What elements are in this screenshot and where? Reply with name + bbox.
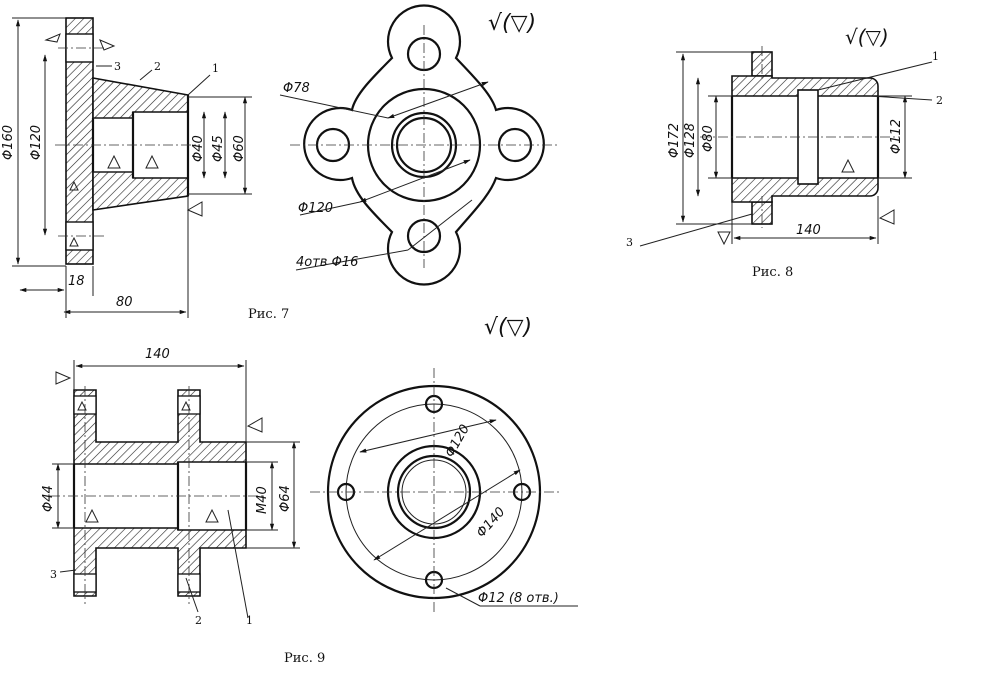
fig8-label-2: 2 [936,94,943,107]
fig7-label-1: 1 [212,62,219,75]
fig7-dim-d120b: Φ120 [298,201,333,216]
fig8-caption: Рис. 8 [752,265,793,280]
fig8-label-3: 3 [626,236,633,249]
fig8-dim-d172: Φ172 [667,123,682,158]
fig9-dim-d44: Φ44 [41,485,56,512]
fig7-dim-w18: 18 [68,274,85,289]
fig7-dim-d160: Φ160 [1,125,16,160]
fig7-dim-d45: Φ45 [211,135,226,162]
fig8-dim-d128: Φ128 [683,123,698,158]
fig7-dim-w80: 80 [116,295,133,310]
fig7-dim-holes: 4отв Φ16 [296,255,358,270]
fig7-front-view [279,4,558,286]
fig9-label-2: 2 [195,614,202,627]
fig7-dim-d120: Φ120 [29,125,44,160]
fig8-section-view [639,46,933,247]
fig8-dim-w140: 140 [796,223,821,238]
fig9-dim-w140: 140 [145,347,170,362]
fig9-dim-d120: Φ120 [442,422,473,460]
fig7-section-view [12,17,252,318]
fig8-dim-d80: Φ80 [701,125,716,152]
fig7-caption: Рис. 7 [248,307,289,322]
fig9-dim-m40: M40 [255,486,270,514]
fig7-dim-d40: Φ40 [191,135,206,162]
fig9-dim-d140: Φ140 [474,505,509,541]
fig9-roughness-symbol: √(▽) [484,315,532,340]
fig7-label-2: 2 [154,60,161,73]
fig9-dim-holes: Φ12 (8 отв.) [478,591,559,606]
fig9-front-view [310,368,578,615]
fig9-dim-d64: Φ64 [278,485,293,512]
fig9-label-1: 1 [246,614,253,627]
fig7-roughness-symbol: √(▽) [488,11,536,36]
fig8-dim-d112: Φ112 [889,119,904,154]
fig7-dim-d78: Φ78 [283,81,310,96]
fig9-caption: Рис. 9 [284,651,325,666]
fig8-roughness-symbol: √(▽) [845,25,889,49]
fig7-label-3: 3 [114,60,121,73]
fig9-label-3: 3 [50,568,57,581]
fig9-section-view [50,360,300,619]
fig7-dim-d60: Φ60 [232,135,247,162]
fig8-label-1: 1 [932,50,939,63]
